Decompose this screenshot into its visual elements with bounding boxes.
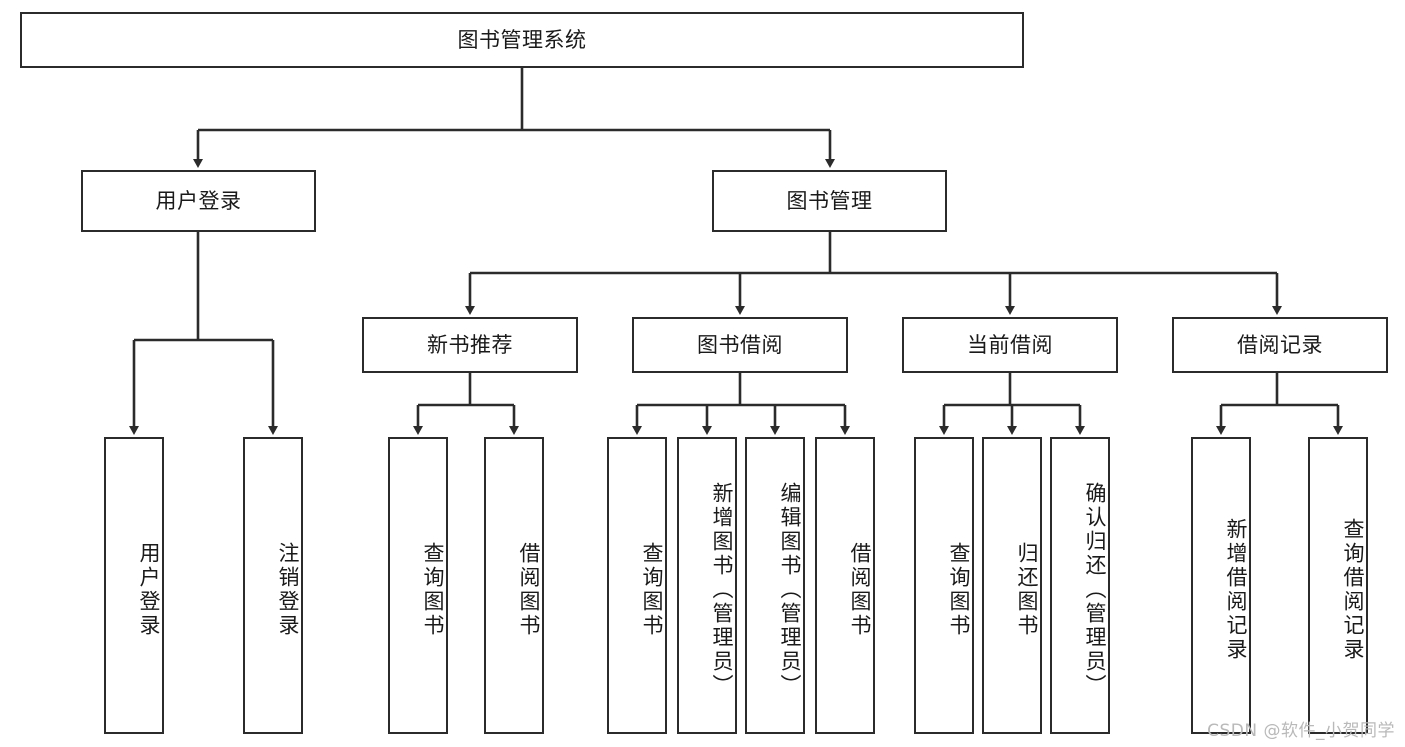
node-label: 查询图书 [947, 541, 971, 638]
leaf-current-confirm-return-admin[interactable]: 确认归还（管理员） [1050, 437, 1110, 734]
leaf-current-return-book[interactable]: 归还图书 [982, 437, 1042, 734]
leaf-record-add-record[interactable]: 新增借阅记录 [1191, 437, 1251, 734]
leaf-current-query-book[interactable]: 查询图书 [914, 437, 974, 734]
node-label: 新书推荐 [427, 332, 513, 357]
node-label: 归还图书 [1015, 541, 1039, 638]
node-label: 当前借阅 [967, 332, 1053, 357]
node-label: 借阅图书 [517, 541, 541, 638]
watermark-text: CSDN @软件_小贺同学 [1207, 721, 1395, 741]
node-user-login[interactable]: 用户登录 [81, 170, 316, 232]
node-label: 借阅记录 [1237, 332, 1323, 357]
node-book-management[interactable]: 图书管理 [712, 170, 947, 232]
node-borrow-record[interactable]: 借阅记录 [1172, 317, 1388, 373]
leaf-borrow-edit-book-admin[interactable]: 编辑图书（管理员） [745, 437, 805, 734]
node-label: 查询借阅记录 [1341, 517, 1365, 662]
leaf-recommend-borrow-book[interactable]: 借阅图书 [484, 437, 544, 734]
leaf-user-login-logout[interactable]: 注销登录 [243, 437, 303, 734]
leaf-user-login-login[interactable]: 用户登录 [104, 437, 164, 734]
node-label: 查询图书 [640, 541, 664, 638]
node-label: 新增借阅记录 [1224, 517, 1248, 662]
leaf-record-query-record[interactable]: 查询借阅记录 [1308, 437, 1368, 734]
node-label: 图书管理 [786, 188, 873, 213]
node-label: 注销登录 [276, 541, 300, 638]
node-root-system[interactable]: 图书管理系统 [20, 12, 1024, 68]
node-label: 确认归还（管理员） [1083, 481, 1107, 698]
leaf-recommend-query-book[interactable]: 查询图书 [388, 437, 448, 734]
leaf-borrow-borrow-book[interactable]: 借阅图书 [815, 437, 875, 734]
node-new-book-recommend[interactable]: 新书推荐 [362, 317, 578, 373]
leaf-borrow-add-book-admin[interactable]: 新增图书（管理员） [677, 437, 737, 734]
node-label: 图书借阅 [697, 332, 783, 357]
node-label: 用户登录 [137, 541, 161, 638]
node-book-borrow[interactable]: 图书借阅 [632, 317, 848, 373]
node-label: 借阅图书 [848, 541, 872, 638]
node-label: 用户登录 [155, 188, 242, 213]
node-label: 图书管理系统 [457, 27, 587, 52]
node-label: 新增图书（管理员） [710, 481, 734, 698]
leaf-borrow-query-book[interactable]: 查询图书 [607, 437, 667, 734]
node-label: 查询图书 [421, 541, 445, 638]
node-label: 编辑图书（管理员） [778, 481, 802, 698]
node-current-borrow[interactable]: 当前借阅 [902, 317, 1118, 373]
